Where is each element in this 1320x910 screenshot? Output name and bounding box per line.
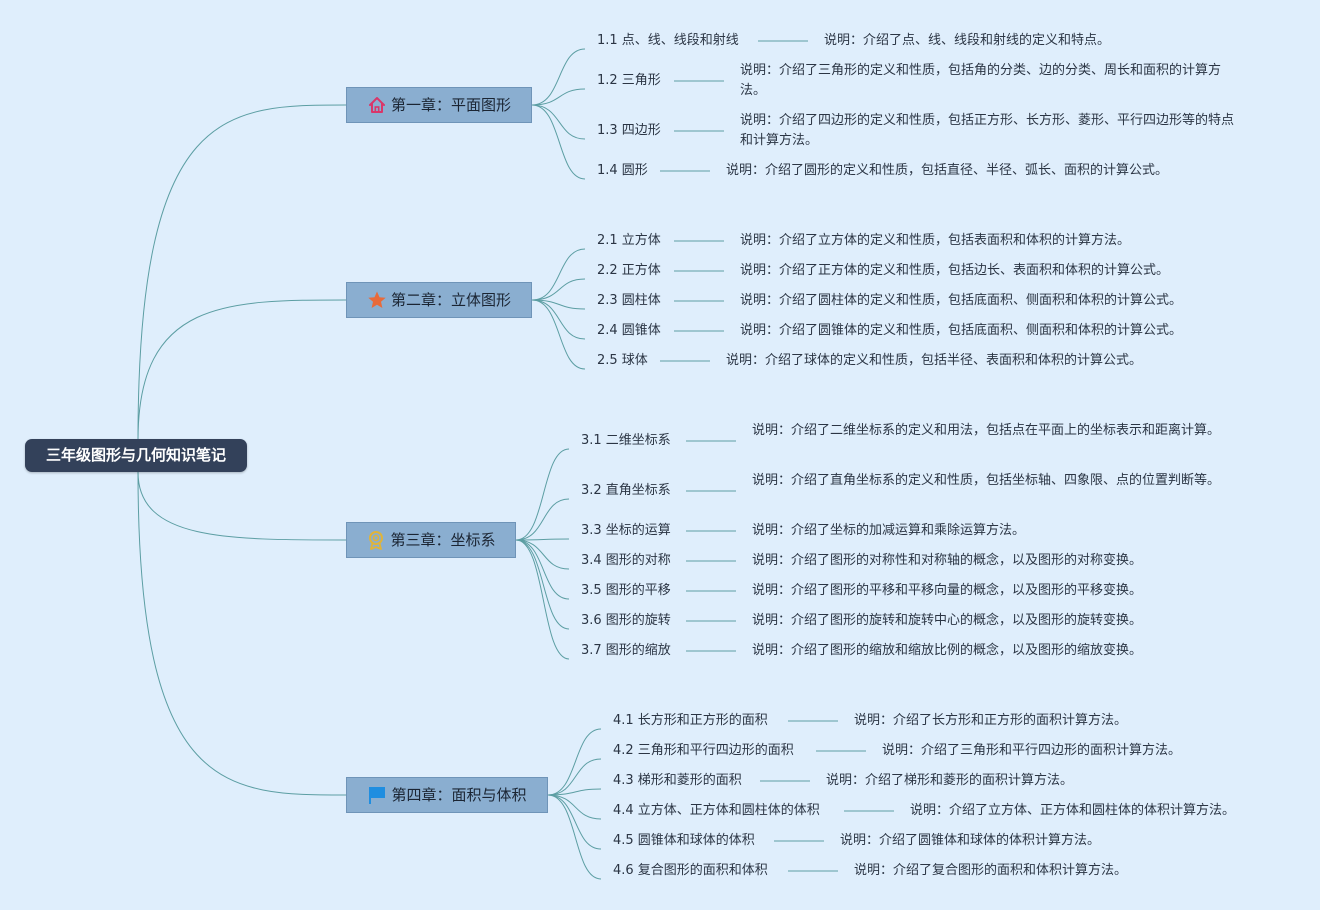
desc-4-5: 说明：介绍了圆锥体和球体的体积计算方法。 bbox=[840, 833, 1101, 848]
item-link-4-4 bbox=[547, 794, 602, 820]
desc-1-1: 说明：介绍了点、线、线段和射线的定义和特点。 bbox=[824, 33, 1111, 48]
desc-4-6: 说明：介绍了复合图形的面积和体积计算方法。 bbox=[854, 863, 1128, 878]
desc-2-5: 说明：介绍了球体的定义和性质，包括半径、表面积和体积的计算公式。 bbox=[726, 353, 1143, 368]
desc-1-3: 说明：介绍了四边形的定义和性质，包括正方形、长方形、菱形、平行四边形等的特点和计… bbox=[740, 113, 1235, 148]
desc-4-1: 说明：介绍了长方形和正方形的面积计算方法。 bbox=[854, 713, 1128, 728]
item-4-5[interactable]: 4.5 圆锥体和球体的体积 bbox=[613, 833, 755, 848]
star-icon bbox=[367, 290, 387, 310]
chapter-3-title: 第三章：坐标系 bbox=[390, 531, 496, 549]
desc-1-4: 说明：介绍了圆形的定义和性质，包括直径、半径、弧长、面积的计算公式。 bbox=[726, 163, 1169, 178]
root-link-2 bbox=[137, 299, 347, 441]
item-link-3-6 bbox=[515, 539, 570, 630]
item-2-4[interactable]: 2.4 圆锥体 bbox=[597, 323, 661, 338]
chapter-1-node[interactable]: 第一章：平面图形 bbox=[346, 87, 532, 123]
item-link-2-3 bbox=[531, 299, 586, 310]
item-4-4[interactable]: 4.4 立方体、正方体和圆柱体的体积 bbox=[613, 803, 820, 818]
item-link-2-4 bbox=[531, 299, 586, 340]
chapter-4-title: 第四章：面积与体积 bbox=[391, 786, 527, 804]
item-2-2[interactable]: 2.2 正方体 bbox=[597, 263, 661, 278]
item-link-4-6 bbox=[547, 794, 602, 880]
desc-3-6: 说明：介绍了图形的旋转和旋转中心的概念，以及图形的旋转变换。 bbox=[752, 613, 1143, 628]
item-link-3-4 bbox=[515, 539, 570, 570]
item-4-6[interactable]: 4.6 复合图形的面积和体积 bbox=[613, 863, 768, 878]
item-2-5[interactable]: 2.5 球体 bbox=[597, 353, 648, 368]
item-link-3-2 bbox=[515, 498, 570, 541]
chapter-1-title: 第一章：平面图形 bbox=[390, 96, 511, 114]
flag-icon bbox=[367, 785, 387, 805]
item-4-3[interactable]: 4.3 梯形和菱形的面积 bbox=[613, 773, 742, 788]
item-1-1[interactable]: 1.1 点、线、线段和射线 bbox=[597, 33, 739, 48]
chapter-2-title: 第二章：立体图形 bbox=[390, 291, 511, 309]
item-link-4-3 bbox=[547, 788, 602, 796]
item-link-3-1 bbox=[515, 448, 570, 541]
item-4-2[interactable]: 4.2 三角形和平行四边形的面积 bbox=[613, 743, 794, 758]
item-link-2-1 bbox=[531, 248, 586, 301]
desc-3-7: 说明：介绍了图形的缩放和缩放比例的概念，以及图形的缩放变换。 bbox=[752, 643, 1143, 658]
item-3-2[interactable]: 3.2 直角坐标系 bbox=[581, 483, 671, 498]
desc-1-2: 说明：介绍了三角形的定义和性质，包括角的分类、边的分类、周长和面积的计算方法。 bbox=[740, 63, 1222, 98]
item-link-4-2 bbox=[547, 758, 602, 796]
desc-2-1: 说明：介绍了立方体的定义和性质，包括表面积和体积的计算方法。 bbox=[740, 233, 1131, 248]
item-4-1[interactable]: 4.1 长方形和正方形的面积 bbox=[613, 713, 768, 728]
item-link-3-7 bbox=[515, 539, 570, 660]
root-link-3 bbox=[137, 471, 347, 541]
item-link-1-4 bbox=[531, 104, 586, 180]
item-link-2-5 bbox=[531, 299, 586, 370]
desc-3-2: 说明：介绍了直角坐标系的定义和性质，包括坐标轴、四象限、点的位置判断等。 bbox=[752, 473, 1221, 488]
item-1-2[interactable]: 1.2 三角形 bbox=[597, 73, 661, 88]
item-3-5[interactable]: 3.5 图形的平移 bbox=[581, 583, 671, 598]
desc-4-2: 说明：介绍了三角形和平行四边形的面积计算方法。 bbox=[882, 743, 1182, 758]
desc-2-4: 说明：介绍了圆锥体的定义和性质，包括底面积、侧面积和体积的计算公式。 bbox=[740, 323, 1183, 338]
item-link-1-3 bbox=[531, 104, 586, 140]
item-2-1[interactable]: 2.1 立方体 bbox=[597, 233, 661, 248]
desc-4-4: 说明：介绍了立方体、正方体和圆柱体的体积计算方法。 bbox=[910, 803, 1236, 818]
item-2-3[interactable]: 2.3 圆柱体 bbox=[597, 293, 661, 308]
award-icon bbox=[366, 530, 386, 550]
item-link-1-2 bbox=[531, 88, 586, 106]
item-link-3-3 bbox=[515, 538, 570, 541]
item-link-3-5 bbox=[515, 539, 570, 600]
desc-3-3: 说明：介绍了坐标的加减运算和乘除运算方法。 bbox=[752, 523, 1026, 538]
item-link-1-1 bbox=[531, 48, 586, 106]
item-3-7[interactable]: 3.7 图形的缩放 bbox=[581, 643, 671, 658]
chapter-3-node[interactable]: 第三章：坐标系 bbox=[346, 522, 516, 558]
chapter-2-node[interactable]: 第二章：立体图形 bbox=[346, 282, 532, 318]
root-link-4 bbox=[137, 471, 347, 796]
item-3-1[interactable]: 3.1 二维坐标系 bbox=[581, 433, 671, 448]
desc-3-5: 说明：介绍了图形的平移和平移向量的概念，以及图形的平移变换。 bbox=[752, 583, 1143, 598]
desc-2-2: 说明：介绍了正方体的定义和性质，包括边长、表面积和体积的计算公式。 bbox=[740, 263, 1170, 278]
item-link-4-5 bbox=[547, 794, 602, 850]
desc-3-1: 说明：介绍了二维坐标系的定义和用法，包括点在平面上的坐标表示和距离计算。 bbox=[752, 423, 1221, 438]
home-icon bbox=[367, 95, 387, 115]
root-link-1 bbox=[137, 104, 347, 441]
item-link-4-1 bbox=[547, 728, 602, 796]
desc-2-3: 说明：介绍了圆柱体的定义和性质，包括底面积、侧面积和体积的计算公式。 bbox=[740, 293, 1183, 308]
item-1-3[interactable]: 1.3 四边形 bbox=[597, 123, 661, 138]
desc-3-4: 说明：介绍了图形的对称性和对称轴的概念，以及图形的对称变换。 bbox=[752, 553, 1143, 568]
root-topic[interactable]: 三年级图形与几何知识笔记 bbox=[25, 439, 247, 472]
chapter-4-node[interactable]: 第四章：面积与体积 bbox=[346, 777, 548, 813]
item-link-2-2 bbox=[531, 278, 586, 301]
item-3-4[interactable]: 3.4 图形的对称 bbox=[581, 553, 671, 568]
item-1-4[interactable]: 1.4 圆形 bbox=[597, 163, 648, 178]
desc-4-3: 说明：介绍了梯形和菱形的面积计算方法。 bbox=[826, 773, 1074, 788]
item-3-3[interactable]: 3.3 坐标的运算 bbox=[581, 523, 671, 538]
item-3-6[interactable]: 3.6 图形的旋转 bbox=[581, 613, 671, 628]
